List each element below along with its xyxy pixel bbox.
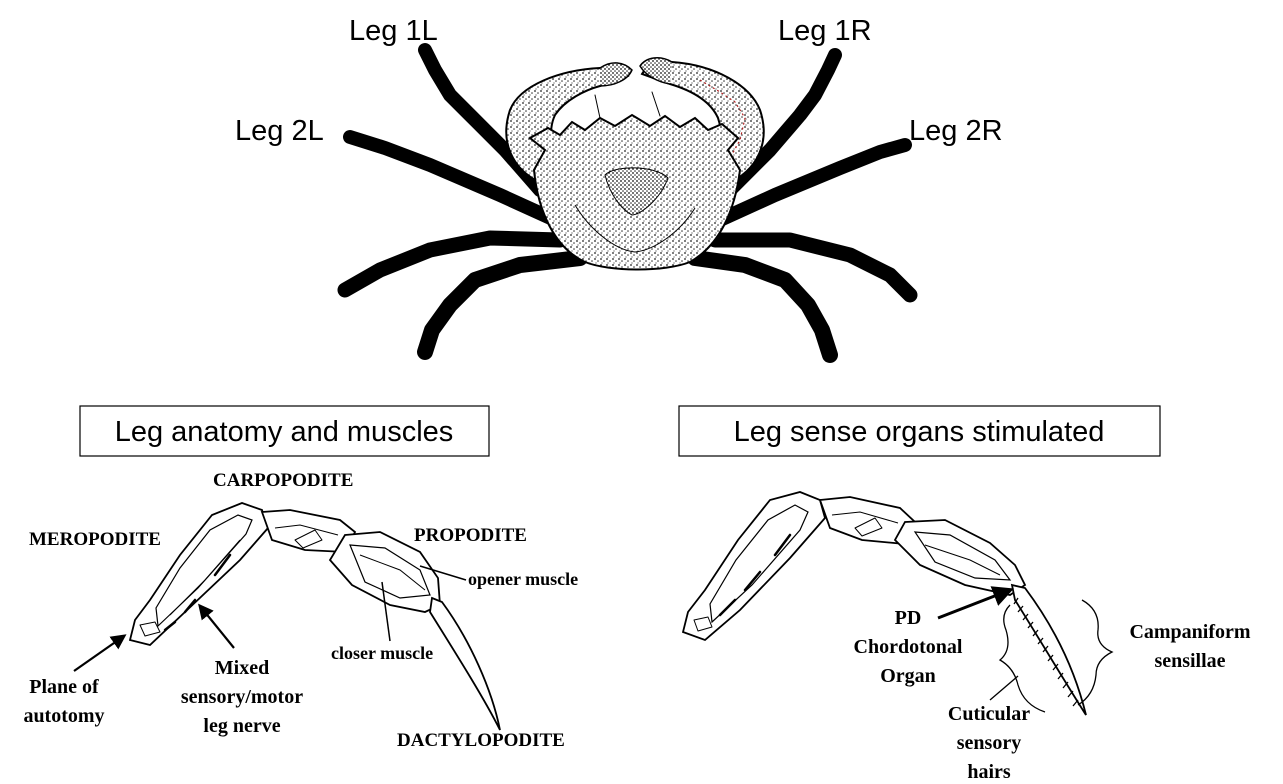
label-pd-line3: Organ bbox=[880, 665, 936, 687]
label-propodite: PROPODITE bbox=[414, 525, 527, 546]
label-plane-line1: Plane of bbox=[29, 676, 99, 698]
label-nerve-line1: Mixed bbox=[215, 657, 269, 679]
label-nerve-line3: leg nerve bbox=[203, 715, 280, 737]
crab-leg-4r bbox=[695, 258, 830, 355]
brace-campaniform bbox=[1078, 600, 1112, 705]
label-leg-2r: Leg 2R bbox=[909, 115, 1003, 147]
label-campaniform: Campaniform sensillae bbox=[1129, 621, 1250, 672]
label-plane-line2: autotomy bbox=[23, 705, 104, 727]
arrow-mixed-nerve bbox=[200, 606, 234, 648]
crab-leg-4l bbox=[425, 258, 580, 352]
label-camp-line1: Campaniform bbox=[1129, 621, 1250, 643]
right-panel-title-box: Leg sense organs stimulated bbox=[679, 406, 1160, 456]
label-cuticular-hairs: Cuticular sensory hairs bbox=[948, 703, 1030, 783]
label-pd-chordotonal: PD Chordotonal Organ bbox=[854, 607, 963, 687]
label-opener-muscle: opener muscle bbox=[468, 569, 578, 589]
label-nerve-line2: sensory/motor bbox=[181, 686, 303, 708]
label-leg-1r: Leg 1R bbox=[778, 15, 872, 47]
label-dactylopodite: DACTYLOPODITE bbox=[397, 730, 565, 751]
label-hairs-line2: sensory bbox=[957, 732, 1021, 754]
label-camp-line2: sensillae bbox=[1154, 650, 1225, 672]
label-pd-line2: Chordotonal bbox=[854, 636, 963, 658]
label-hairs-line1: Cuticular bbox=[948, 703, 1030, 725]
label-plane-of-autotomy: Plane of autotomy bbox=[23, 676, 104, 727]
label-leg-1l: Leg 1L bbox=[349, 15, 438, 47]
left-panel-title-box: Leg anatomy and muscles bbox=[80, 406, 489, 456]
label-leg-2l: Leg 2L bbox=[235, 115, 324, 147]
label-mixed-nerve: Mixed sensory/motor leg nerve bbox=[181, 657, 303, 737]
label-meropodite: MEROPODITE bbox=[29, 529, 161, 550]
left-panel-title: Leg anatomy and muscles bbox=[115, 416, 454, 448]
right-panel-title: Leg sense organs stimulated bbox=[734, 416, 1105, 448]
label-carpopodite: CARPOPODITE bbox=[213, 470, 353, 491]
label-hairs-line3: hairs bbox=[967, 761, 1011, 783]
dactylopodite-segment bbox=[430, 598, 500, 730]
pointer-cuticular-hairs bbox=[990, 676, 1018, 700]
meropodite-segment-right bbox=[683, 492, 825, 640]
label-pd-line1: PD bbox=[895, 607, 922, 629]
arrow-pd-chordotonal bbox=[938, 590, 1010, 618]
crab-illustration bbox=[345, 50, 910, 355]
label-closer-muscle: closer muscle bbox=[331, 643, 433, 663]
arrow-plane-of-autotomy bbox=[74, 636, 124, 671]
meropodite-segment bbox=[130, 503, 268, 645]
propodite-segment-right bbox=[895, 520, 1025, 595]
